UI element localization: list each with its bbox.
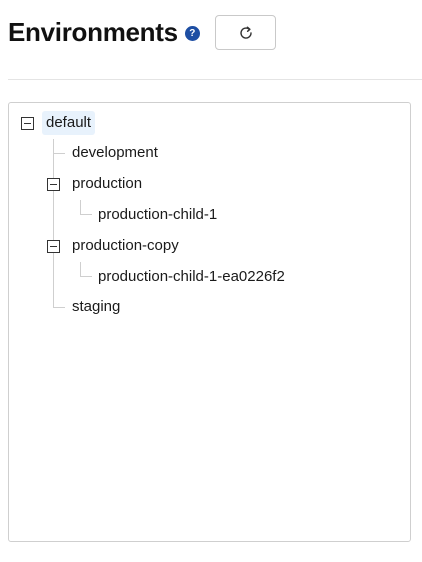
help-icon[interactable]: ? — [184, 26, 200, 41]
tree-node-label[interactable]: production-child-1-ea0226f2 — [98, 268, 285, 285]
page-header: Environments ? — [8, 14, 200, 50]
tree-node-label[interactable]: development — [72, 144, 158, 161]
tree-node-production-child-1[interactable]: production-child-1 — [94, 202, 221, 228]
tree-guide-line — [80, 200, 81, 215]
tree-node-label[interactable]: production-child-1 — [98, 206, 218, 223]
tree-guide-line — [53, 307, 65, 308]
tree-node-production-copy[interactable]: production-copy — [47, 233, 183, 259]
tree-node-label[interactable]: staging — [72, 298, 121, 315]
tree-guide-line — [53, 153, 65, 154]
tree-node-production-child-1-ea0226f2[interactable]: production-child-1-ea0226f2 — [94, 264, 289, 290]
refresh-button[interactable] — [215, 15, 276, 50]
collapse-toggle-icon[interactable] — [47, 240, 60, 253]
tree-node-development[interactable]: development — [68, 140, 162, 166]
tree-node-staging[interactable]: staging — [68, 294, 124, 320]
tree-node-production[interactable]: production — [47, 171, 146, 197]
tree-node-label[interactable]: default — [42, 111, 96, 135]
tree-guide-line — [80, 276, 92, 277]
page-title: Environments — [8, 16, 178, 47]
tree-node-label[interactable]: production-copy — [72, 237, 179, 254]
collapse-toggle-icon[interactable] — [47, 178, 60, 191]
tree-guide-line — [53, 139, 54, 308]
tree-node-label[interactable]: production — [72, 175, 143, 192]
tree-node-default[interactable]: default — [21, 110, 96, 136]
header-divider — [8, 79, 422, 80]
environment-tree: default development production productio… — [8, 102, 411, 542]
tree-guide-line — [80, 262, 81, 277]
tree-guide-line — [80, 214, 92, 215]
refresh-icon — [239, 26, 252, 39]
collapse-toggle-icon[interactable] — [21, 117, 34, 130]
